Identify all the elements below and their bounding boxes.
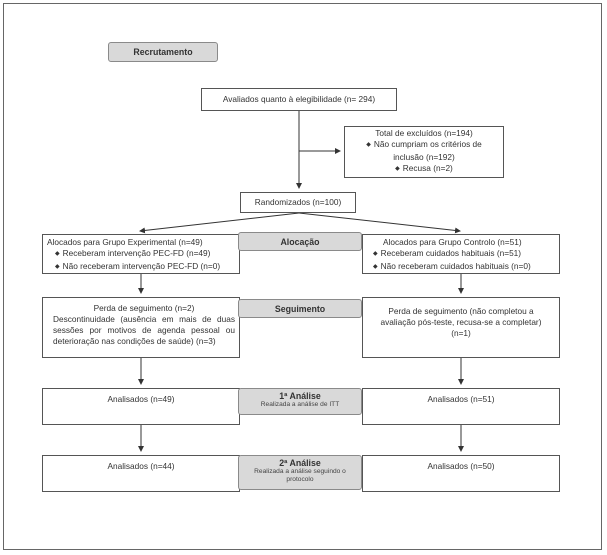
analysis1-label: 1ª Análise Realizada a análise de ITT: [238, 388, 362, 415]
allocation-experimental-title: Alocados para Grupo Experimental (n=49): [47, 237, 203, 247]
analysis2-control-text: Analisados (n=50): [427, 461, 495, 471]
analysis1-control-text: Analisados (n=51): [427, 394, 495, 404]
arrow-to-control: [298, 212, 461, 234]
excluded-item: Não cumpriam os critérios de inclusão (n…: [345, 139, 503, 163]
allocation-control-box: Alocados para Grupo Controlo (n=51) Rece…: [362, 234, 560, 274]
eligibility-text: Avaliados quanto à elegibilidade (n= 294…: [222, 94, 376, 104]
excluded-box: Total de excluídos (n=194) Não cumpriam …: [344, 126, 504, 178]
analysis1-subtext: Realizada a análise de ITT: [260, 401, 340, 408]
analysis1-control-box: Analisados (n=51): [362, 388, 560, 425]
analysis1-experimental-box: Analisados (n=49): [42, 388, 240, 425]
randomized-box: Randomizados (n=100): [240, 192, 356, 213]
followup-label: Seguimento: [238, 299, 362, 318]
followup-experimental-box: Perda de seguimento (n=2) Descontinuidad…: [42, 297, 240, 358]
allocation-experimental-item: Receberam intervenção PEC-FD (n=49): [47, 248, 235, 261]
excluded-title: Total de excluídos (n=194): [375, 128, 473, 138]
randomized-text: Randomizados (n=100): [254, 197, 342, 207]
followup-control-text: Perda de seguimento (não completou a ava…: [380, 306, 542, 338]
excluded-item: Recusa (n=2): [395, 163, 453, 176]
analysis2-label-text: 2ª Análise: [279, 458, 321, 468]
allocation-experimental-box: Alocados para Grupo Experimental (n=49) …: [42, 234, 240, 274]
allocation-label-text: Alocação: [280, 236, 320, 247]
eligibility-box: Avaliados quanto à elegibilidade (n= 294…: [201, 88, 397, 111]
recruitment-text: Recrutamento: [133, 47, 193, 57]
allocation-control-item: Receberam cuidados habituais (n=51): [373, 248, 555, 261]
allocation-label: Alocação: [238, 232, 362, 251]
analysis2-experimental-box: Analisados (n=44): [42, 455, 240, 492]
recruitment-label: Recrutamento: [108, 42, 218, 62]
analysis2-control-box: Analisados (n=50): [362, 455, 560, 492]
allocation-control-title: Alocados para Grupo Controlo (n=51): [383, 237, 522, 247]
analysis1-experimental-text: Analisados (n=49): [107, 394, 175, 404]
followup-experimental-discontinuity: Descontinuidade (ausência em mais de dua…: [53, 314, 235, 346]
followup-experimental-loss: Perda de seguimento (n=2): [93, 303, 195, 313]
analysis2-label: 2ª Análise Realizada a análise seguindo …: [238, 455, 362, 490]
allocation-experimental-item: Não receberam intervenção PEC-FD (n=0): [47, 261, 235, 274]
arrow-to-experimental: [139, 212, 300, 234]
analysis2-experimental-text: Analisados (n=44): [107, 461, 175, 471]
analysis1-label-text: 1ª Análise: [279, 391, 321, 401]
followup-control-box: Perda de seguimento (não completou a ava…: [362, 297, 560, 358]
followup-label-text: Seguimento: [274, 303, 326, 314]
analysis2-subtext: Realizada a análise seguindo o protocolo: [254, 468, 346, 483]
figure-frame: [3, 3, 602, 550]
allocation-control-item: Não receberam cuidados habituais (n=0): [373, 261, 555, 274]
